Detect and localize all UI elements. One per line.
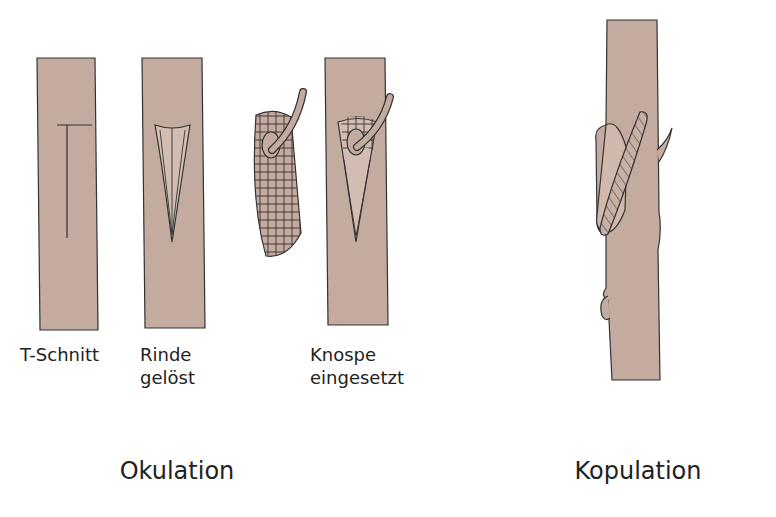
step-label: Knospe eingesetzt — [310, 343, 410, 390]
figure-caption: Okulation — [77, 456, 277, 487]
bud-shield-binding — [254, 111, 301, 256]
bud-shield — [254, 111, 301, 256]
leaf-stalk — [357, 97, 390, 147]
step-label: T-Schnitt — [20, 343, 130, 366]
opened-bark — [155, 125, 190, 242]
cut-surface-hatching — [600, 112, 647, 235]
leaf-stalk — [357, 97, 390, 147]
step-label: Rinde gelöst — [140, 343, 210, 390]
stem — [37, 58, 98, 330]
stem — [325, 58, 388, 325]
bark-flap — [344, 160, 370, 236]
leaf-stalk — [272, 92, 303, 150]
stem — [142, 58, 205, 328]
grafted-stem — [596, 20, 661, 380]
bark-flap — [160, 128, 185, 235]
t-cut — [57, 125, 92, 238]
bud — [601, 296, 610, 320]
cut-surface — [600, 112, 647, 235]
leaf-stalk — [272, 92, 303, 150]
figure-caption: Kopulation — [538, 456, 738, 487]
bud — [657, 128, 672, 162]
